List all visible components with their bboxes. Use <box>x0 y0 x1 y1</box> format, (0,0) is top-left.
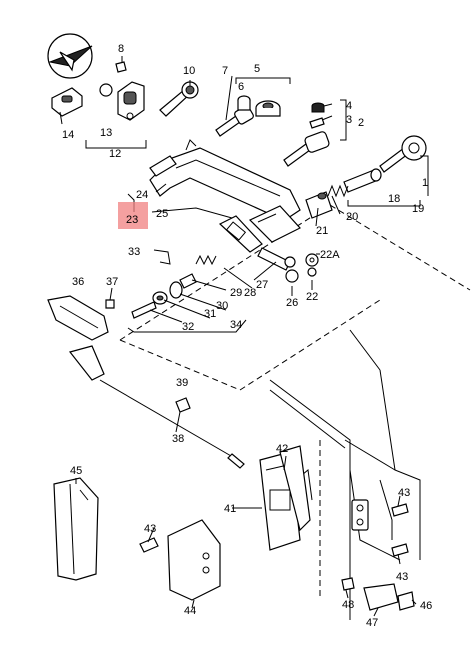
label-13: 13 <box>100 127 112 139</box>
part-36-inner-handle <box>47 295 109 341</box>
part-37-screw <box>105 299 115 309</box>
label-41: 41 <box>224 503 236 515</box>
part-27-spring <box>195 254 217 266</box>
part-47-striker <box>363 583 415 611</box>
label-1: 1 <box>422 177 428 189</box>
part-4 <box>311 102 325 113</box>
label-43a: 43 <box>398 487 410 499</box>
label-38: 38 <box>172 433 184 445</box>
label-48: 48 <box>342 599 354 611</box>
label-3: 3 <box>346 114 352 126</box>
label-2: 2 <box>358 117 364 129</box>
part-2-key <box>283 131 330 167</box>
part-29 <box>179 273 197 289</box>
part-22-washer <box>305 253 319 277</box>
part-labels: 1 2 3 4 5 6 7 8 10 12 13 14 18 19 20 21 … <box>62 43 432 629</box>
label-4: 4 <box>346 100 352 112</box>
label-32: 32 <box>182 321 194 333</box>
label-39: 39 <box>176 377 188 389</box>
label-33: 33 <box>128 246 140 258</box>
label-6: 6 <box>238 81 244 93</box>
part-12-lock-body <box>117 81 145 121</box>
group-brackets <box>85 77 429 333</box>
label-22: 22 <box>306 291 318 303</box>
label-26: 26 <box>286 297 298 309</box>
highlight-part-23 <box>118 202 148 229</box>
label-22a: 22A <box>320 249 340 261</box>
part-1-key <box>379 135 427 173</box>
label-14: 14 <box>62 129 74 141</box>
part-43-screw <box>139 503 409 557</box>
part-42-lock <box>279 445 311 532</box>
label-21: 21 <box>316 225 328 237</box>
label-37: 37 <box>106 276 118 288</box>
label-19: 19 <box>412 203 424 215</box>
part-21-lock-cylinder <box>305 191 333 219</box>
label-30: 30 <box>216 300 228 312</box>
part-5-cylinder <box>255 100 281 117</box>
label-10: 10 <box>183 65 195 77</box>
part-32-bolt <box>131 301 157 319</box>
label-43c: 43 <box>144 523 156 535</box>
part-3 <box>309 117 325 129</box>
part-44-lock-cover <box>167 519 221 601</box>
label-25: 25 <box>156 208 168 220</box>
label-8: 8 <box>118 43 124 55</box>
label-12: 12 <box>109 148 121 160</box>
label-24: 24 <box>136 189 148 201</box>
part-24-handle <box>149 139 301 219</box>
part-31 <box>152 291 168 305</box>
part-14-key-fob <box>51 87 83 125</box>
part-8 <box>115 61 127 73</box>
part-25-handle-carrier <box>218 205 301 253</box>
label-45: 45 <box>70 465 82 477</box>
label-36: 36 <box>72 276 84 288</box>
label-34: 34 <box>230 319 242 331</box>
part-13-cap <box>99 83 113 97</box>
part-33-clip <box>153 249 171 265</box>
part-48-screw <box>341 577 355 591</box>
part-26-ring <box>285 269 299 283</box>
label-47: 47 <box>366 617 378 629</box>
label-29: 29 <box>230 287 242 299</box>
door-outline <box>119 204 471 600</box>
label-43b: 43 <box>396 571 408 583</box>
label-46: 46 <box>420 600 432 612</box>
label-5: 5 <box>254 63 260 75</box>
part-38-cable <box>68 345 245 469</box>
label-27: 27 <box>256 279 268 291</box>
label-7: 7 <box>222 65 228 77</box>
leader-lines <box>75 56 417 617</box>
part-45-guide <box>53 477 99 581</box>
part-28-lever <box>257 247 296 271</box>
brand-logo <box>47 33 93 79</box>
label-28: 28 <box>244 287 256 299</box>
label-42: 42 <box>276 443 288 455</box>
part-10-key <box>159 81 199 117</box>
label-18: 18 <box>388 193 400 205</box>
label-44: 44 <box>184 605 196 617</box>
part-24-handle-pad <box>149 155 177 177</box>
part-6-cylinder <box>237 95 251 111</box>
door-frame <box>269 329 421 620</box>
part-20-spring <box>327 184 349 198</box>
label-20: 20 <box>346 211 358 223</box>
label-31: 31 <box>204 308 216 320</box>
part-39-clip <box>175 397 191 413</box>
part-30 <box>169 281 183 299</box>
label-23: 23 <box>126 214 138 226</box>
part-18-cylinder <box>343 168 382 193</box>
